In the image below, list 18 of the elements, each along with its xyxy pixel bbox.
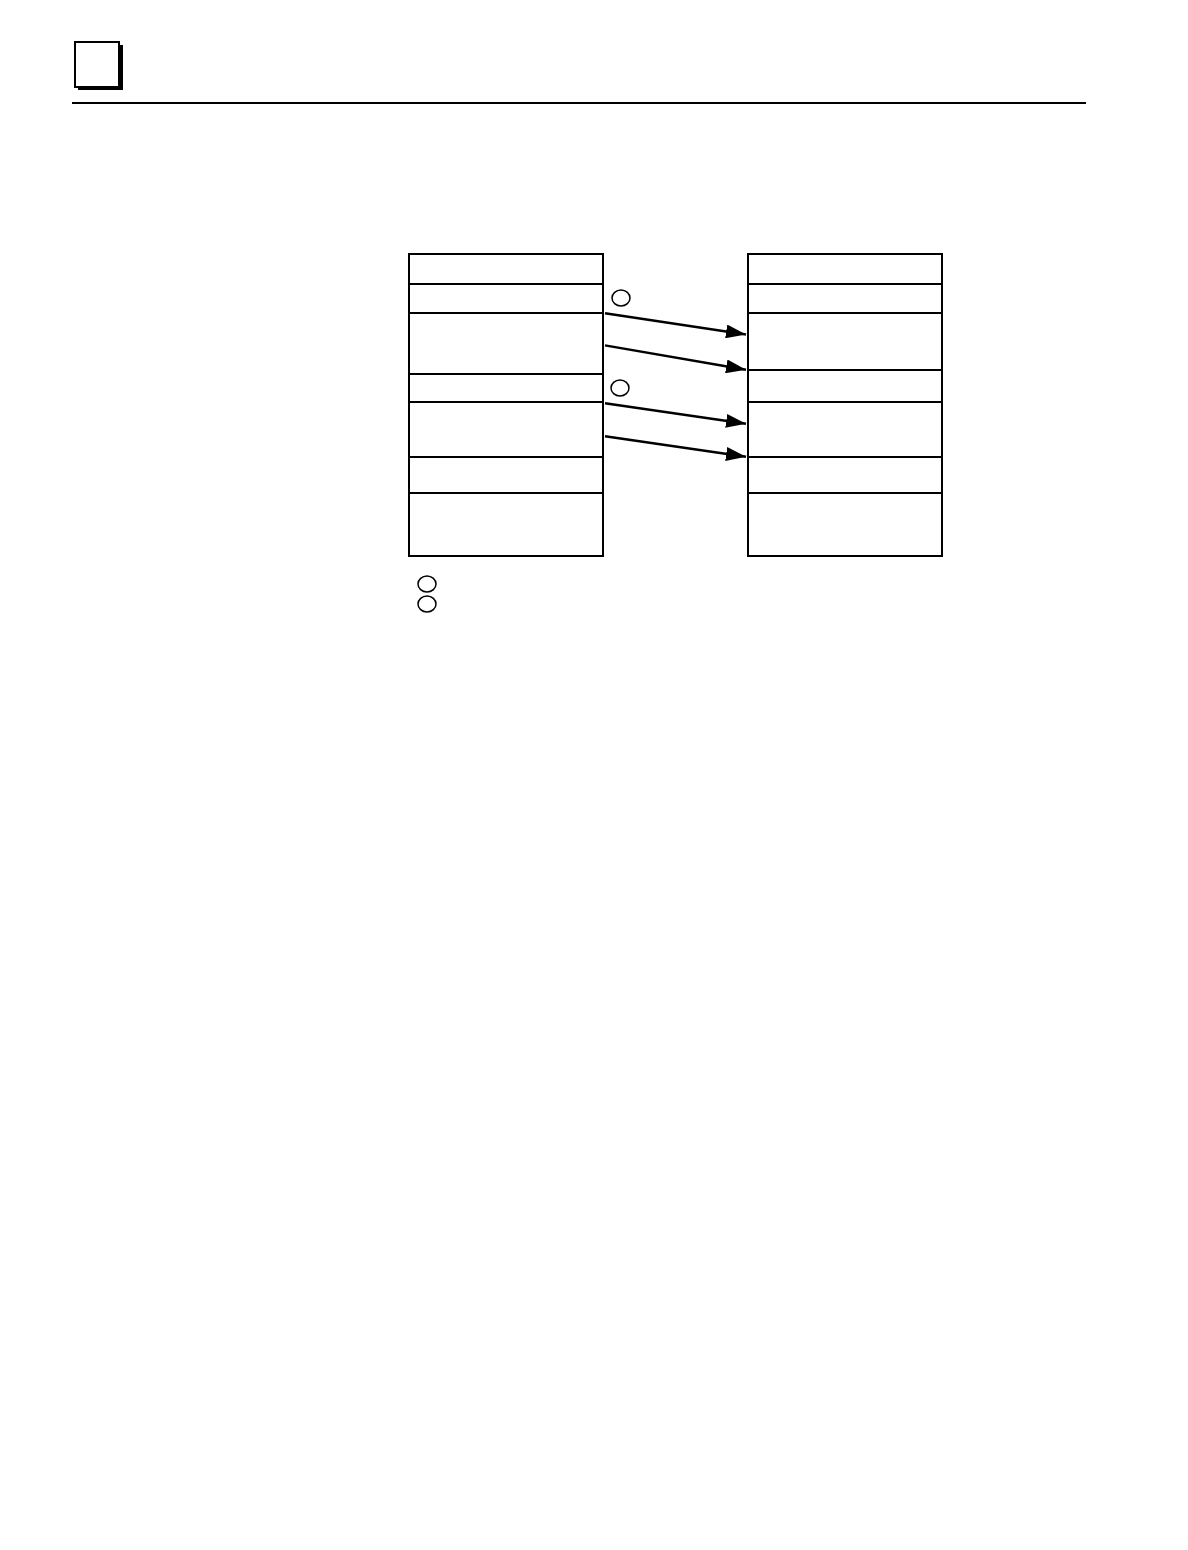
segment-box bbox=[408, 401, 604, 458]
segment-box bbox=[747, 283, 943, 314]
segment-box bbox=[408, 456, 604, 494]
arrow bbox=[604, 402, 747, 428]
segment-box bbox=[408, 312, 604, 375]
segment-box bbox=[747, 312, 943, 371]
arrow bbox=[604, 344, 747, 374]
arrow bbox=[604, 312, 747, 339]
segment-box bbox=[408, 253, 604, 285]
arrow bbox=[604, 435, 747, 461]
segment-box bbox=[747, 401, 943, 458]
segment-box bbox=[408, 373, 604, 403]
segment-box bbox=[747, 369, 943, 403]
segment-box bbox=[408, 283, 604, 314]
segment-box bbox=[408, 492, 604, 557]
segment-box bbox=[747, 456, 943, 494]
segment-box bbox=[747, 253, 943, 285]
segment-box bbox=[747, 492, 943, 557]
